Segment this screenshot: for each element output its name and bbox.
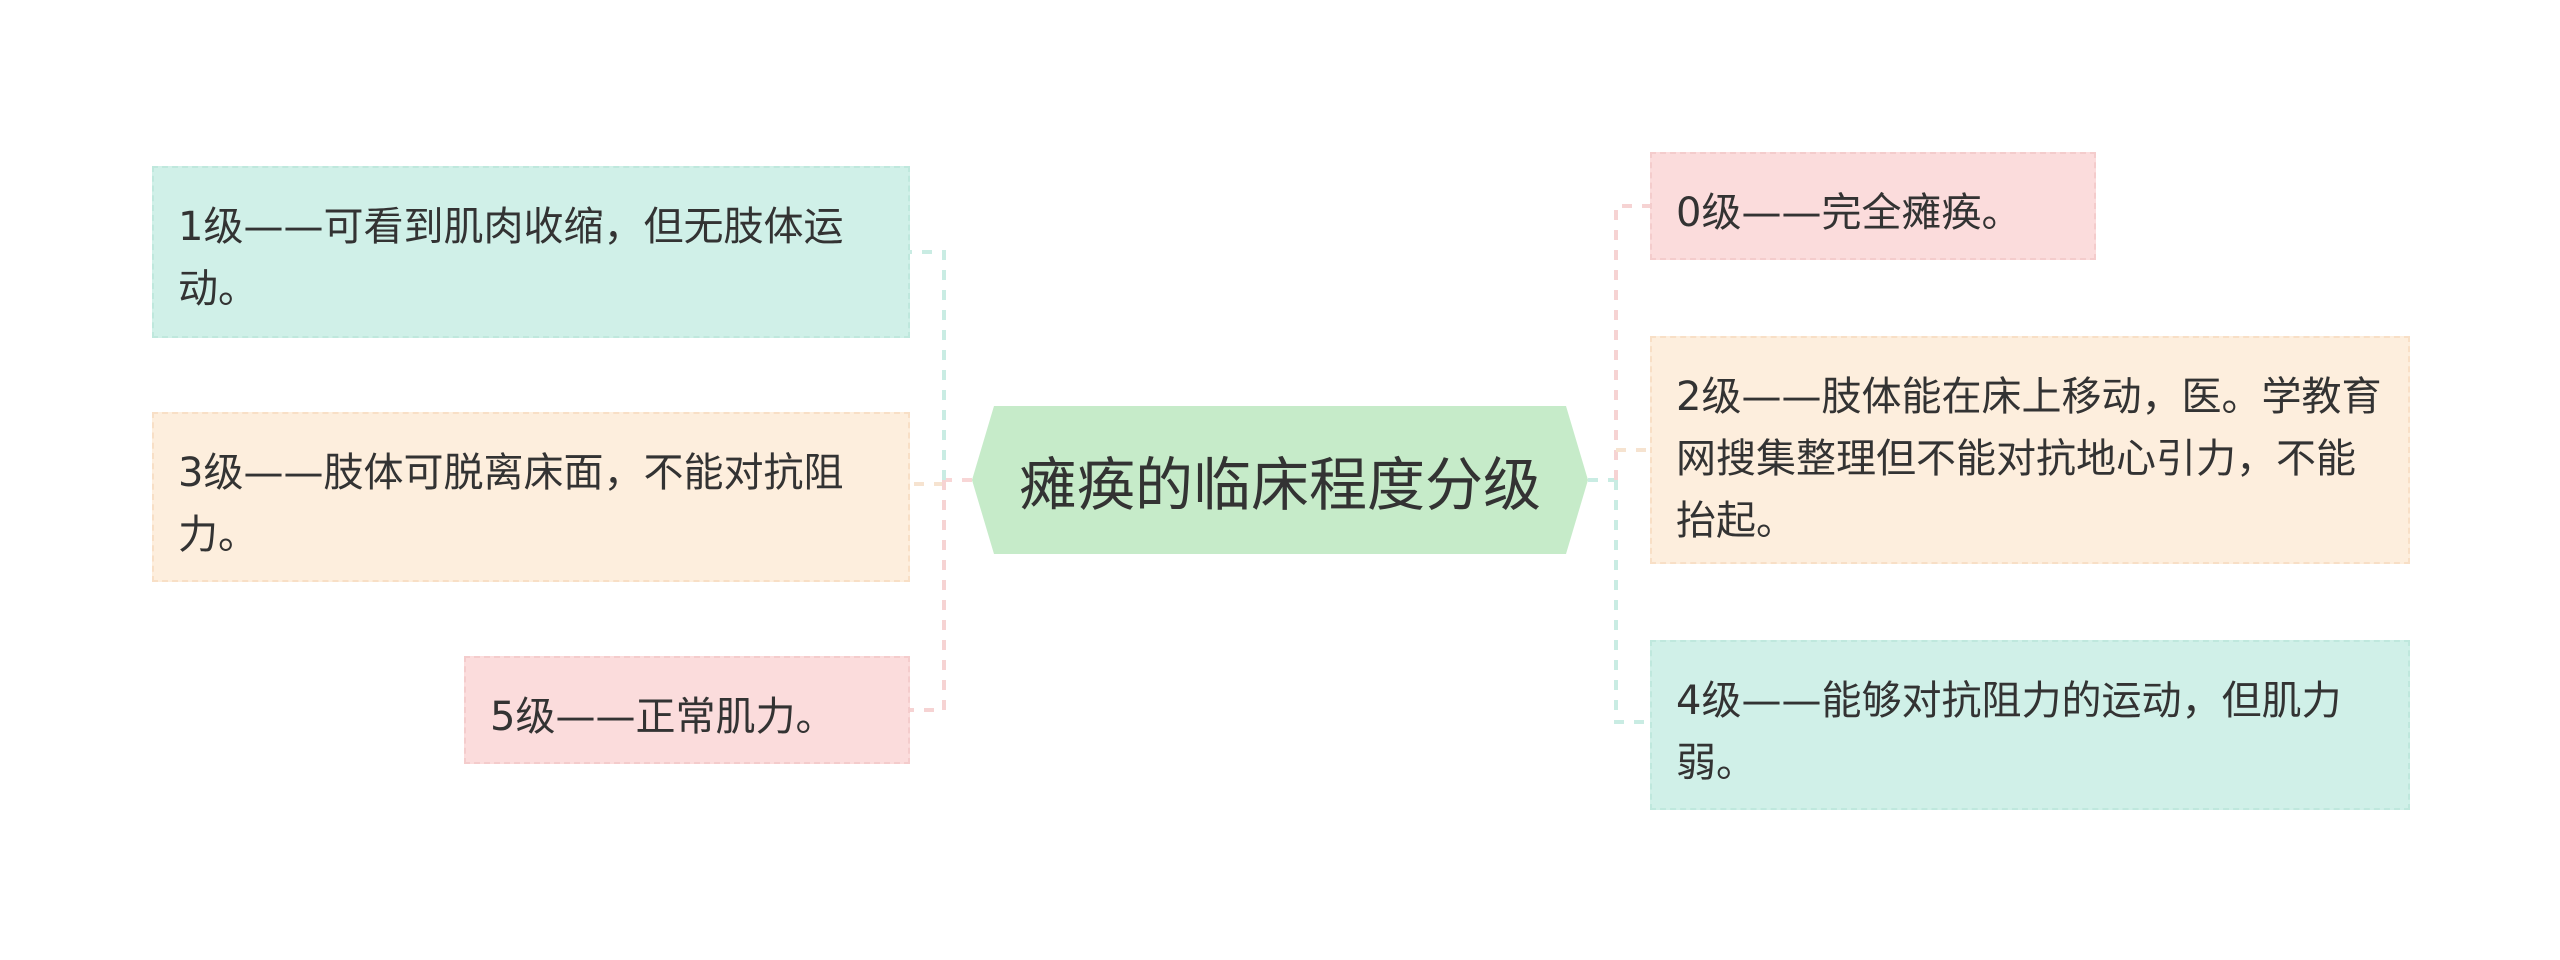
connector-left-level-1 xyxy=(910,250,946,480)
topic-level-3-text: 3级——肢体可脱离床面，不能对抗阻力。 xyxy=(178,450,844,558)
connector-right-level-4 xyxy=(1614,480,1650,724)
central-topic-title: 瘫痪的临床程度分级 xyxy=(1018,451,1541,519)
topic-level-1-text: 1级——可看到肌肉收缩，但无肢体运动。 xyxy=(178,204,844,312)
topic-level-5-text: 5级——正常肌力。 xyxy=(490,694,836,740)
topic-level-0[interactable]: 0级——完全瘫痪。 xyxy=(1650,152,2096,260)
topic-level-2[interactable]: 2级——肢体能在床上移动，医。学教育网搜集整理但不能对抗地心引力，不能抬起。 xyxy=(1650,336,2410,564)
connector-right-level-0 xyxy=(1614,204,1650,480)
topic-level-1[interactable]: 1级——可看到肌肉收缩，但无肢体运动。 xyxy=(152,166,910,338)
topic-level-0-text: 0级——完全瘫痪。 xyxy=(1676,190,2022,236)
topic-level-2-text: 2级——肢体能在床上移动，医。学教育网搜集整理但不能对抗地心引力，不能抬起。 xyxy=(1676,374,2382,544)
topic-level-4[interactable]: 4级——能够对抗阻力的运动，但肌力弱。 xyxy=(1650,640,2410,810)
topic-level-3[interactable]: 3级——肢体可脱离床面，不能对抗阻力。 xyxy=(152,412,910,582)
central-topic[interactable]: 瘫痪的临床程度分级 xyxy=(972,406,1588,554)
topic-level-5[interactable]: 5级——正常肌力。 xyxy=(464,656,910,764)
connector-left-level-5 xyxy=(910,480,946,712)
topic-level-4-text: 4级——能够对抗阻力的运动，但肌力弱。 xyxy=(1676,678,2342,786)
